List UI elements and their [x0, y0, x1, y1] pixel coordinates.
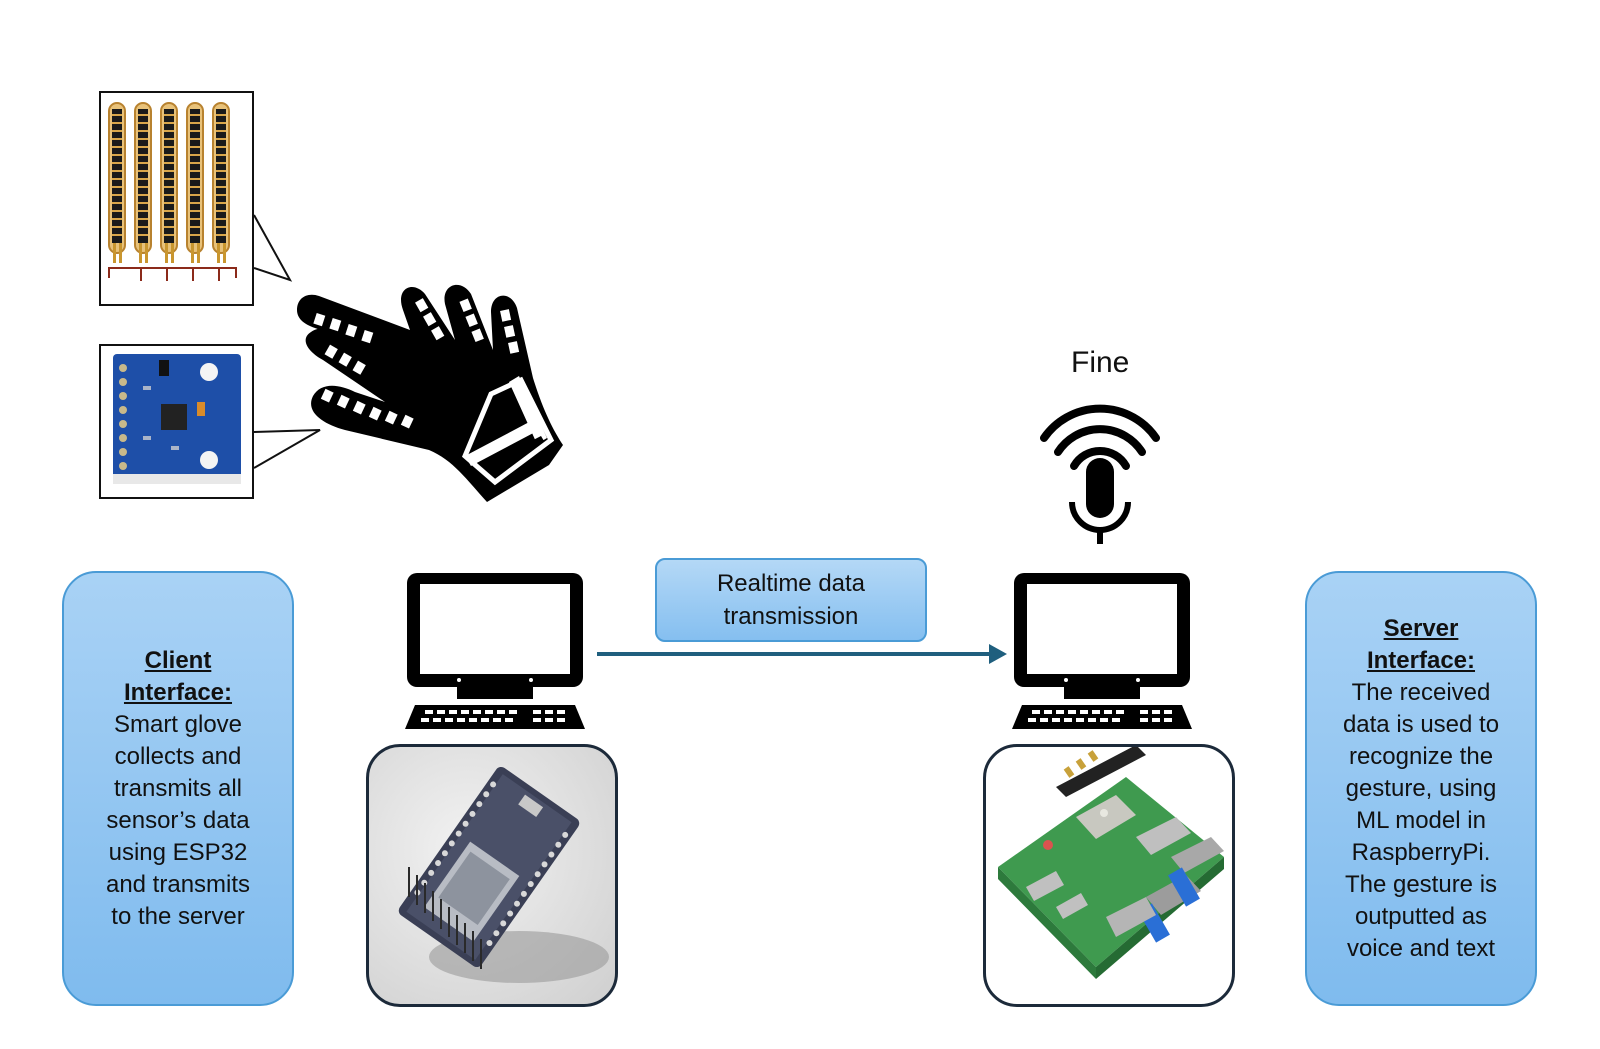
raspberry-pi-photo-frame	[983, 744, 1235, 1007]
transmission-label-line2: transmission	[723, 603, 859, 630]
flex-sensor-image	[108, 102, 237, 281]
client-line: using ESP32	[108, 838, 248, 866]
client-line: sensor’s data	[106, 806, 250, 834]
server-line: gesture, using	[1345, 774, 1497, 802]
server-title-line2: Interface:	[1366, 646, 1476, 674]
client-line: collects and	[114, 742, 242, 770]
flex-sensor-callout	[99, 91, 254, 306]
computer-icon	[405, 573, 585, 729]
server-interface-box: Server Interface: The received data is u…	[1305, 571, 1537, 1006]
transmission-arrow	[597, 644, 1007, 664]
client-line: and transmits	[105, 870, 251, 898]
computer-icon	[1012, 573, 1192, 729]
client-line: transmits all	[113, 774, 243, 802]
client-line: Smart glove	[113, 710, 243, 738]
server-line: The received	[1351, 678, 1491, 706]
client-title-line1: Client	[144, 646, 212, 674]
server-line: data is used to	[1342, 710, 1500, 738]
server-line: voice and text	[1346, 934, 1496, 962]
callout-pointers	[253, 214, 321, 469]
server-title-line1: Server	[1383, 614, 1459, 642]
server-line: RaspberryPi.	[1351, 838, 1491, 866]
output-word: Fine	[1071, 346, 1130, 379]
server-line: recognize the	[1348, 742, 1494, 770]
imu-callout	[99, 344, 254, 499]
microphone-signal-icon	[1040, 404, 1160, 544]
raspberry-pi-image	[998, 747, 1224, 979]
esp32-photo-frame	[366, 744, 618, 1007]
esp32-board-image	[398, 766, 609, 983]
glove-icon	[297, 284, 563, 502]
server-line: outputted as	[1354, 902, 1488, 930]
client-interface-box: Client Interface: Smart glove collects a…	[62, 571, 294, 1006]
transmission-label: Realtime data transmission	[655, 558, 927, 642]
server-line: The gesture is	[1344, 870, 1498, 898]
client-title-line2: Interface:	[123, 678, 233, 706]
transmission-label-line1: Realtime data	[716, 570, 866, 597]
client-line: to the server	[111, 902, 245, 930]
imu-module-image	[113, 354, 241, 484]
server-line: ML model in	[1356, 806, 1486, 834]
